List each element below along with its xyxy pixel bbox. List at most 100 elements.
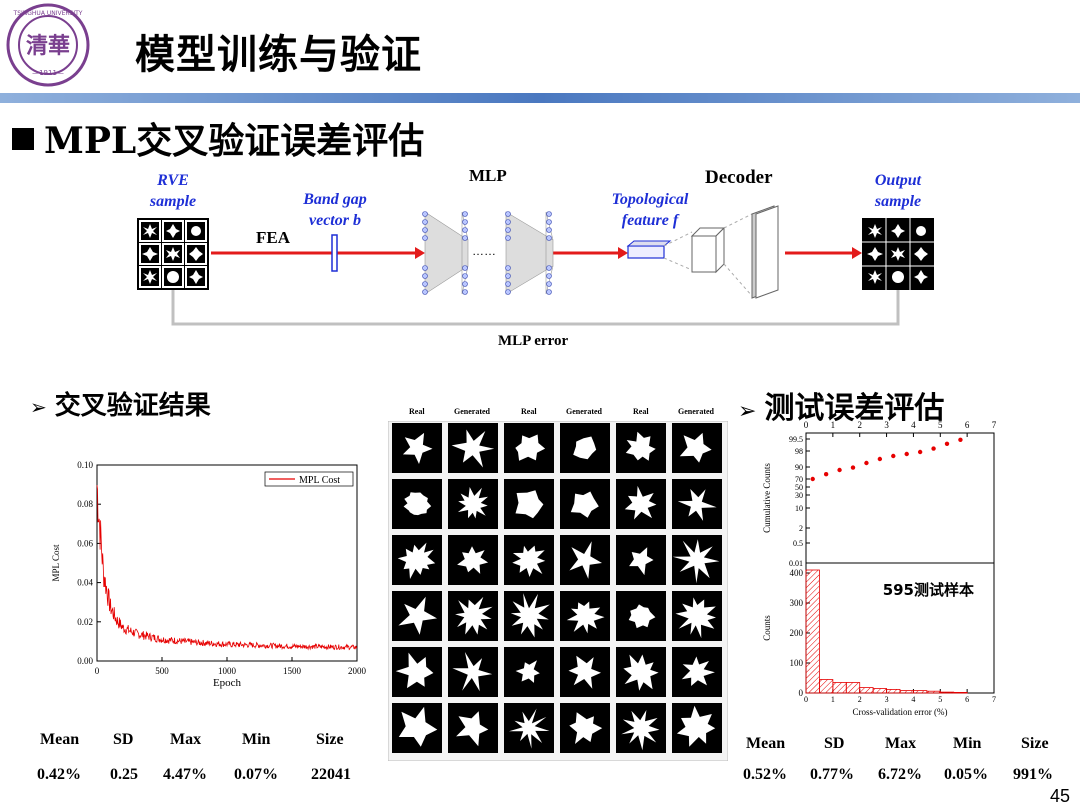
histogram-bar	[872, 688, 887, 694]
histogram-bar	[805, 569, 820, 694]
shape-glyph	[452, 652, 493, 692]
y-tick-label: 0.00	[77, 656, 93, 666]
x-tick-label: 1	[831, 420, 836, 430]
scatter-point	[837, 467, 842, 473]
square-bullet-icon	[12, 128, 34, 150]
fea-label: FEA	[256, 228, 290, 247]
decoder-shape	[663, 205, 779, 299]
histogram-bar	[953, 691, 968, 694]
university-logo: 清華 —1911— TSINGHUA UNIVERSITY	[6, 3, 90, 87]
rve-sample-grid	[137, 218, 209, 290]
shape-glyph	[679, 432, 712, 463]
x-tick-label: 1500	[283, 666, 302, 676]
scatter-point	[810, 476, 815, 482]
shape-glyph	[397, 542, 436, 579]
scatter-point	[917, 449, 923, 455]
histogram-bar	[899, 690, 914, 694]
legend-box	[264, 471, 354, 487]
shape-glyph	[621, 710, 660, 751]
y-tick-label: 0.01	[789, 559, 803, 568]
shape-glyph	[625, 431, 656, 461]
x-tick-label: 1000	[218, 666, 237, 676]
decoder-label: Decoder	[705, 167, 773, 188]
right-stats-table: Mean SD Max Min Size 0.52% 0.77% 6.72% 0…	[735, 735, 1080, 790]
x-tick-label: 5	[938, 695, 942, 704]
topological-label: Topological feature f	[611, 191, 689, 229]
y-axis-label: Counts	[762, 615, 772, 641]
shape-glyph	[456, 711, 489, 747]
shape-glyph	[457, 546, 489, 574]
histogram-bar	[819, 679, 834, 694]
y-tick-label: 400	[790, 568, 804, 578]
histogram-bar	[939, 691, 955, 694]
histogram-bar	[832, 682, 847, 694]
shape-glyph	[515, 490, 544, 519]
y-tick-label: 300	[790, 598, 804, 608]
stats-header: Mean	[40, 731, 80, 748]
page-number: 45	[1049, 786, 1070, 806]
shape-glyph	[395, 652, 434, 689]
stats-value: 0.52%	[743, 766, 787, 783]
x-axis-label: Epoch	[213, 677, 242, 689]
x-tick-label: 2000	[348, 666, 367, 676]
y-tick-label: 100	[790, 658, 804, 668]
bandgap-label: Band gap vector b	[303, 191, 367, 229]
y-axis-label: MPL Cost	[51, 544, 61, 581]
cv-results-heading: ➢交叉验证结果	[30, 391, 211, 421]
cost-series-line	[96, 485, 358, 651]
legend-label: MPL Cost	[299, 475, 340, 486]
stats-header: Mean	[746, 735, 786, 752]
grid-header: Real	[409, 407, 425, 416]
y-tick-label: 99.5	[789, 435, 803, 444]
scatter-point	[877, 456, 883, 462]
svg-text:TSINGHUA UNIVERSITY: TSINGHUA UNIVERSITY	[13, 10, 83, 17]
mlp-label: MLP	[469, 166, 507, 185]
shape-glyph	[672, 539, 720, 584]
grid-header: Real	[633, 407, 649, 416]
y-tick-label: 10	[795, 504, 803, 513]
stats-header: Min	[953, 735, 982, 752]
shape-grid	[388, 421, 728, 761]
y-tick-label: 30	[795, 491, 803, 500]
shape-glyph	[402, 432, 433, 464]
ellipsis-label: ……	[472, 244, 496, 258]
y-tick-label: 0.02	[77, 617, 93, 627]
shape-glyph	[510, 593, 550, 638]
x-tick-label: 7	[992, 420, 997, 430]
shape-glyph	[457, 487, 488, 519]
x-tick-label: 0	[95, 666, 100, 676]
shape-glyph	[569, 541, 602, 579]
stats-value: 0.25	[110, 766, 138, 783]
scatter-point	[864, 460, 869, 466]
page-title: 模型训练与验证	[135, 32, 422, 78]
x-tick-label: 0	[804, 695, 808, 704]
grid-header: Generated	[678, 407, 714, 416]
y-tick-label: 0.10	[77, 460, 93, 470]
x-tick-label: 4	[911, 420, 916, 430]
scatter-point	[891, 453, 896, 459]
grid-header: Real	[521, 407, 537, 416]
x-tick-label: 2	[857, 420, 862, 430]
scatter-point	[958, 437, 963, 442]
y-tick-label: 70	[795, 475, 803, 484]
shape-glyph	[515, 660, 540, 683]
x-tick-label: 5	[938, 420, 943, 430]
x-tick-label: 6	[965, 695, 969, 704]
y-tick-label: 2	[799, 524, 803, 533]
shape-glyph	[451, 429, 495, 468]
shape-glyph	[569, 712, 603, 744]
test-error-heading: ➢测试误差评估	[738, 391, 945, 426]
shape-glyph	[570, 491, 599, 518]
stats-header: Max	[885, 735, 917, 752]
shape-glyph	[623, 654, 659, 691]
x-tick-label: 3	[884, 420, 889, 430]
histogram-bar	[886, 688, 901, 694]
stats-header: SD	[113, 731, 134, 748]
shape-glyph	[455, 596, 493, 635]
x-tick-label: 0	[804, 420, 809, 430]
scatter-point	[904, 451, 909, 457]
rve-sample-label: RVE sample	[149, 172, 197, 210]
histogram-bar	[859, 687, 874, 694]
scatter-point	[823, 472, 829, 477]
